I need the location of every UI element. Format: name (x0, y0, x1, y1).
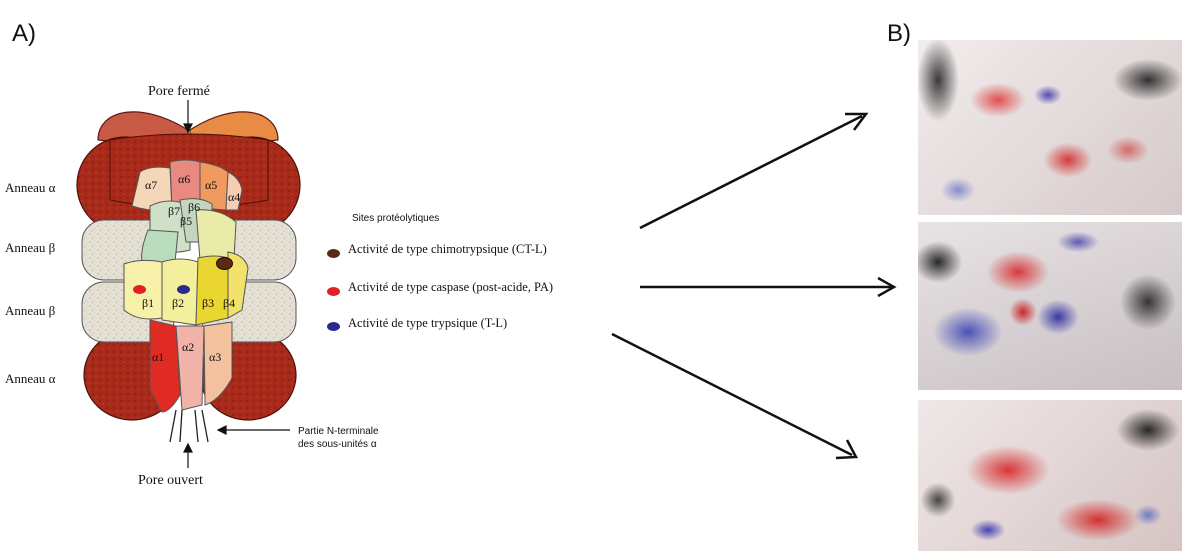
alpha-subunits-top (131, 159, 243, 211)
subunit-label-a2: α2 (182, 340, 195, 354)
pore-arrows (183, 100, 290, 468)
surface-image-ctl (918, 40, 1182, 215)
subunit-label-b1: β1 (142, 296, 155, 310)
subunit-label-b7: β7 (168, 204, 181, 218)
ring-label-beta-upper: Anneau β (5, 240, 56, 255)
active-site-tl-marker (177, 285, 190, 294)
subunit-label-b3: β3 (202, 296, 215, 310)
nterm-label-line2: des sous-unités α (298, 439, 377, 450)
subunit-label-a6: α6 (178, 172, 191, 186)
active-site-pa-marker (133, 285, 146, 294)
alpha-subunits-bottom (149, 319, 233, 413)
subunit-label-b6: β6 (188, 200, 201, 214)
legend-dot-tl (327, 322, 340, 331)
arrows-to-panel-b (611, 112, 897, 460)
subunit-label-a3: α3 (209, 350, 222, 364)
panel-a-label: A) (12, 20, 36, 47)
subunit-label-a7: α7 (145, 178, 158, 192)
subunit-label-b2: β2 (172, 296, 185, 310)
legend-dot-ctl (327, 249, 340, 258)
legend-item-pa: Activité de type caspase (post-acide, PA… (348, 280, 554, 294)
subunit-label-a1: α1 (152, 350, 165, 364)
legend-title: Sites protéolytiques (352, 213, 440, 224)
beta-subunits-upper (141, 198, 237, 263)
surface-image-tl (918, 400, 1182, 551)
subunit-label-a5: α5 (205, 178, 218, 192)
subunit-label-b4: β4 (223, 296, 236, 310)
ring-label-alpha-bottom: Anneau α (5, 371, 56, 386)
surface-image-pa (918, 222, 1182, 390)
n-terminal-tails (169, 409, 209, 443)
pore-top-label: Pore fermé (148, 84, 210, 99)
nterm-label-line1: Partie N-terminale (298, 426, 379, 437)
active-site-ctl-marker (216, 257, 233, 270)
pore-bottom-label: Pore ouvert (138, 473, 203, 488)
legend-item-tl: Activité de type trypsique (T-L) (348, 316, 508, 330)
legend-dot-pa (327, 287, 340, 296)
subunit-label-a4: α4 (228, 190, 241, 204)
panel-b-label: B) (887, 20, 911, 47)
ring-label-alpha-top: Anneau α (5, 180, 56, 195)
legend-item-ctl: Activité de type chimotrypsique (CT-L) (348, 242, 547, 256)
subunit-label-b5: β5 (180, 214, 193, 228)
ring-label-beta-lower: Anneau β (5, 303, 56, 318)
